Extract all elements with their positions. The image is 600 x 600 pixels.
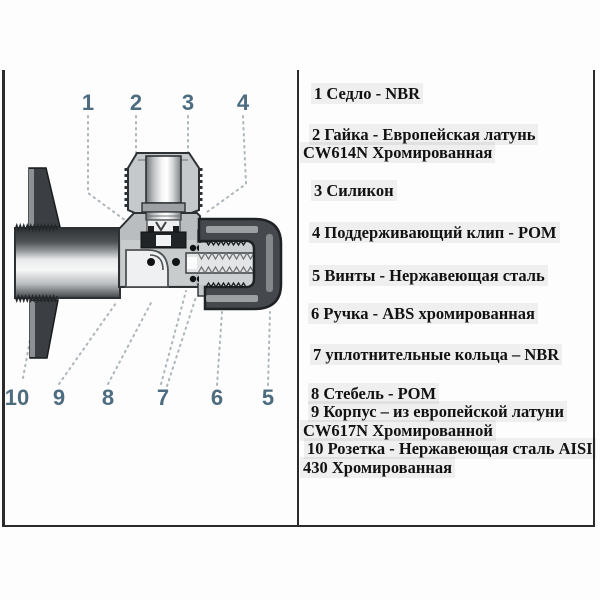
legend-item-5: 5 Винты - Нержавеющая сталь <box>309 265 548 286</box>
callout-6: 6 <box>210 385 224 410</box>
wall-rosette <box>28 167 61 359</box>
leader-5 <box>267 311 271 386</box>
leader-8 <box>107 300 153 385</box>
leader-7a <box>160 290 187 385</box>
pipe-male-thread <box>14 222 121 304</box>
legend-item-1: 1 Седло - NBR <box>311 83 424 104</box>
table-border-bottom <box>2 525 595 527</box>
table-border-right <box>593 70 595 527</box>
legend-item-7: 7 уплотнительные кольца – NBR <box>310 344 563 365</box>
callout-5: 5 <box>261 385 275 410</box>
cartridge-oring-left <box>147 258 155 266</box>
legend-item-4: 4 Поддерживающий клип - POM <box>309 222 560 243</box>
legend-item-10-line-1: 10 Розетка - Нержавеющая сталь AISI <box>304 438 596 459</box>
callout-8: 8 <box>101 385 115 410</box>
callout-2: 2 <box>129 90 143 115</box>
leader-7b <box>166 296 197 387</box>
callout-9: 9 <box>52 385 66 410</box>
callout-7: 7 <box>156 385 170 410</box>
thread-serration-top <box>14 222 58 233</box>
riser-tube <box>140 155 187 266</box>
handle-knurl-bottom <box>205 281 247 289</box>
callout-4: 4 <box>236 90 250 115</box>
callout-3: 3 <box>181 90 195 115</box>
legend-item-9-line-1: 9 Корпус – из европейской латуни <box>308 401 568 422</box>
leader-9 <box>58 302 117 385</box>
table-border-left <box>2 70 5 527</box>
legend-item-6: 6 Ручка - ABS хромированная <box>308 303 538 324</box>
tube-collar <box>141 202 186 213</box>
cartridge-oring-right <box>172 258 180 266</box>
legend-item-2-line-1: 2 Гайка - Европейская латунь <box>309 124 539 145</box>
legend-item-2-line-2: CW614N Хромированная <box>300 142 496 163</box>
valve-diagram-svg <box>14 115 283 387</box>
leader-6 <box>216 311 223 386</box>
handle-knurl-top <box>205 239 247 247</box>
callout-1: 1 <box>81 90 95 115</box>
leader-1 <box>87 115 138 230</box>
leader-10 <box>22 317 35 379</box>
legend-item-9-line-2: CW617N Хромированной <box>300 420 496 441</box>
legend-item-8: 8 Стебель - POM <box>308 383 440 404</box>
elbow-passage <box>125 249 169 288</box>
handle-assembly <box>185 217 283 311</box>
table-border-divider <box>297 70 299 527</box>
leader-4 <box>206 115 248 213</box>
callout-10: 10 <box>4 385 30 410</box>
legend-item-10-line-2: 430 Хромированная <box>300 457 456 478</box>
legend-item-3: 3 Силикон <box>311 180 397 201</box>
handle-cup <box>197 217 283 311</box>
thread-serration-bottom <box>14 293 58 304</box>
